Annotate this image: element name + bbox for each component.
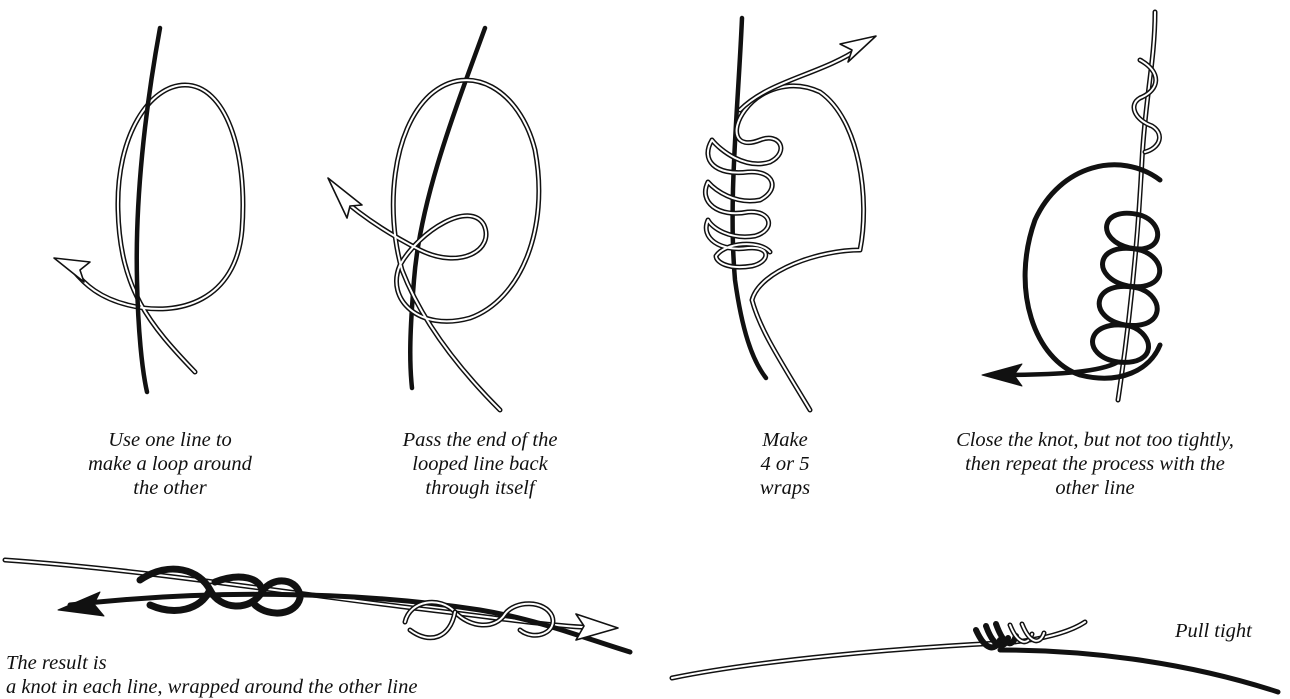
step2-illustration [328, 28, 539, 410]
caption-step5: The result is a knot in each line, wrapp… [6, 651, 546, 699]
step1-light-line [73, 85, 243, 372]
caption-step1: Use one line to make a loop around the o… [55, 428, 285, 500]
step3-illustration [705, 18, 876, 410]
step4-light-line [1118, 12, 1159, 400]
step1-illustration [54, 28, 243, 392]
caption-step6: Pull tight [1175, 619, 1285, 643]
step6-tight-knot [976, 624, 1044, 647]
caption-step3: Make 4 or 5 wraps [740, 428, 830, 500]
step6-dark-line [1000, 650, 1278, 692]
step5-illustration [5, 560, 630, 652]
step4-illustration [982, 12, 1160, 400]
step1-dark-line [137, 28, 160, 392]
step2-light-line [338, 80, 539, 410]
arrowhead-icon [54, 258, 90, 282]
caption-step2: Pass the end of the looped line back thr… [350, 428, 610, 500]
step3-light-line [705, 48, 863, 410]
caption-step4: Close the knot, but not too tightly, the… [905, 428, 1285, 500]
